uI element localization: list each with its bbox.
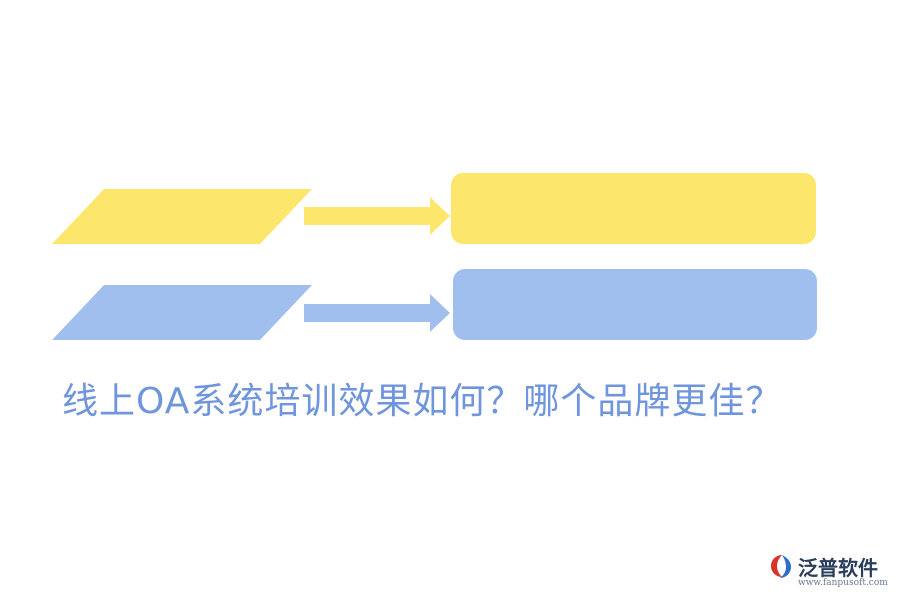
page-headline: 线上OA系统培训效果如何？哪个品牌更佳？ <box>62 381 783 422</box>
row-2-arrow <box>304 294 450 332</box>
row-2-input-parallelogram <box>52 285 312 340</box>
row-2-result-box <box>453 269 817 340</box>
watermark-brand-name: 泛普软件 <box>798 556 878 580</box>
row-1-input-parallelogram <box>52 189 312 244</box>
fanpu-logo-icon <box>771 555 791 578</box>
brand-watermark: 泛普软件 www.fanpusoft.com <box>768 552 892 596</box>
watermark-url: www.fanpusoft.com <box>798 578 888 588</box>
row-1-arrow <box>304 197 450 235</box>
row-1-result-box <box>451 173 816 244</box>
